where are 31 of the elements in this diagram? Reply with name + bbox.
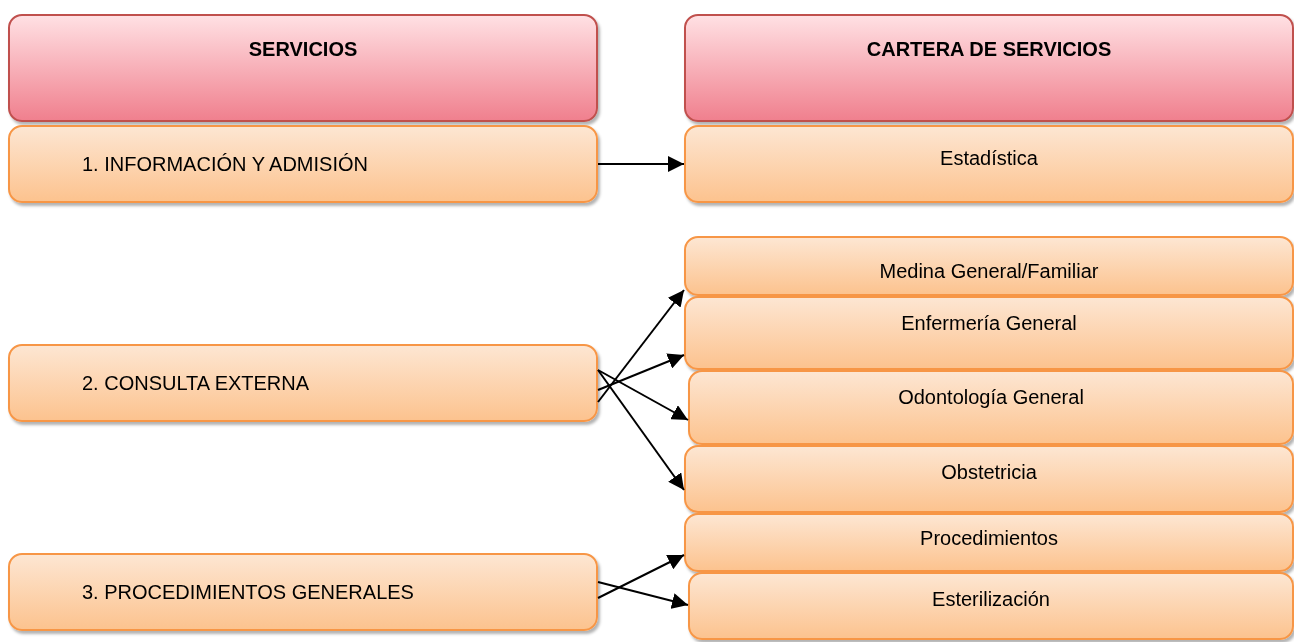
service-item-box [688, 370, 1294, 445]
header-box [684, 14, 1294, 122]
service-item-box [684, 236, 1294, 296]
service-item-box [684, 445, 1294, 513]
service-box [8, 125, 598, 203]
node-label: 1. INFORMACIÓN Y ADMISIÓN [82, 152, 368, 176]
service-item-box [684, 296, 1294, 370]
node-label: Medina General/Familiar [879, 260, 1099, 283]
node-label: Estadística [940, 147, 1038, 170]
node-label: 3. PROCEDIMIENTOS GENERALES [82, 580, 414, 604]
node-label: Esterilización [932, 588, 1050, 611]
arrow [597, 289, 685, 403]
arrow [597, 156, 685, 172]
arrow [597, 554, 685, 599]
node-label: 2. CONSULTA EXTERNA [82, 371, 310, 395]
arrow [597, 369, 689, 421]
node-label: Procedimientos [920, 527, 1058, 550]
arrow [597, 369, 685, 491]
service-item-box [684, 125, 1294, 203]
service-box [8, 553, 598, 631]
header-text: SERVICIOS [248, 38, 358, 61]
node-label: Odontología General [898, 386, 1084, 409]
header-text: CARTERA DE SERVICIOS [866, 38, 1112, 61]
node-label: Obstetricia [941, 461, 1037, 484]
arrow [597, 581, 689, 609]
service-item-box [688, 572, 1294, 640]
service-item-box [684, 513, 1294, 572]
service-box [8, 344, 598, 422]
node-label: Enfermería General [901, 312, 1077, 335]
header-box [8, 14, 598, 122]
arrow [597, 353, 685, 391]
